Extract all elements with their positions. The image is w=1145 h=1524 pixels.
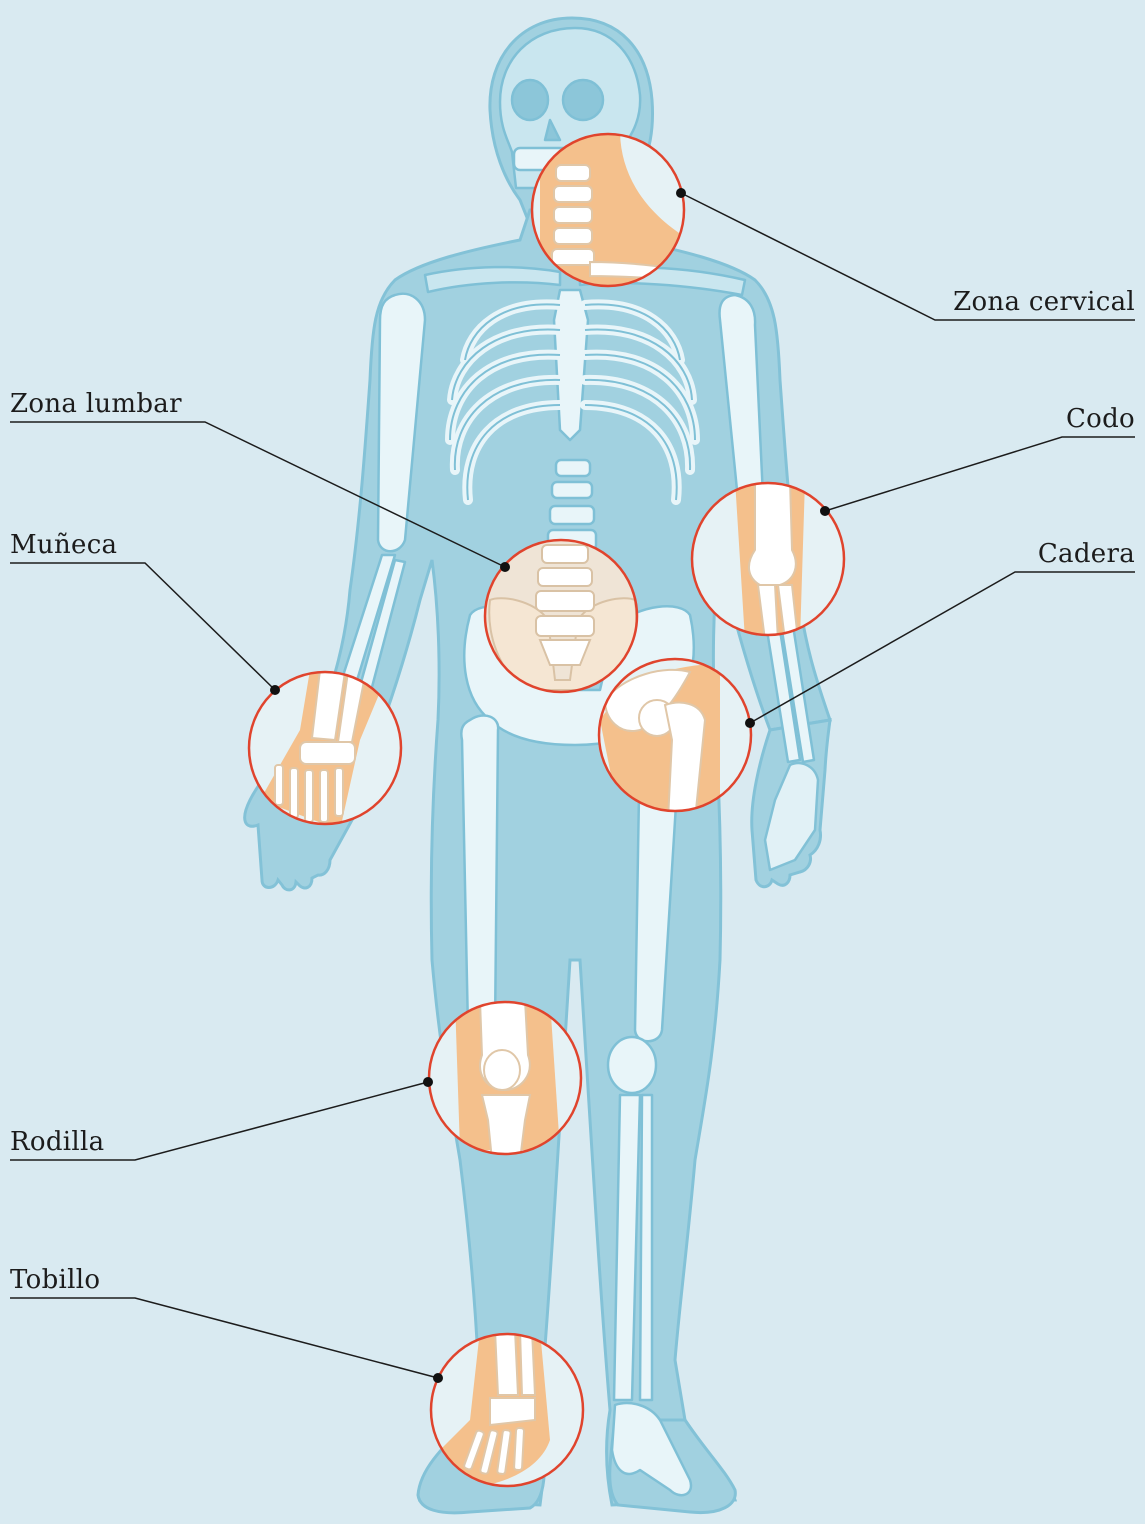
label-ankle: Tobillo xyxy=(10,1265,100,1295)
ankle-leader xyxy=(10,1298,438,1378)
label-lumbar: Zona lumbar xyxy=(10,389,182,419)
label-elbow: Codo xyxy=(1066,404,1135,434)
label-cervical: Zona cervical xyxy=(953,287,1135,317)
label-knee: Rodilla xyxy=(10,1127,104,1157)
label-hip: Cadera xyxy=(1038,539,1135,569)
elbow-leader xyxy=(825,437,1135,511)
wrist-leader xyxy=(10,563,275,690)
label-wrist: Muñeca xyxy=(10,530,117,560)
